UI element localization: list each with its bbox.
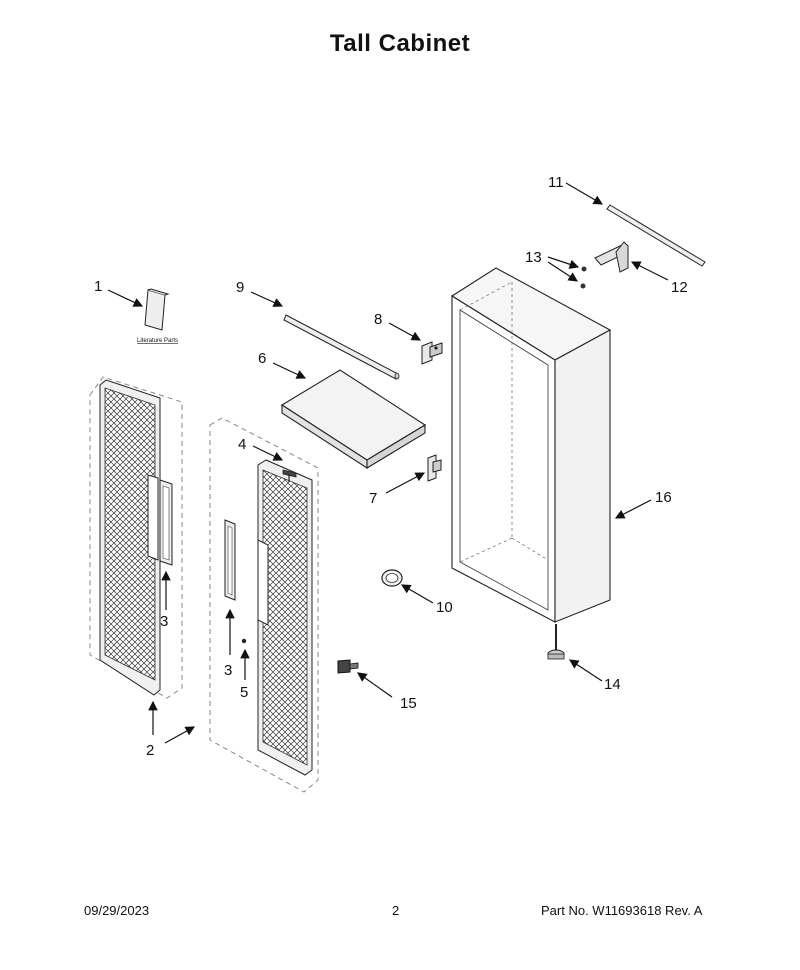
leveling-leg bbox=[547, 624, 565, 660]
callout-10: 10 bbox=[436, 599, 453, 616]
literature-parts: Literature Parts bbox=[137, 288, 178, 344]
key bbox=[337, 659, 359, 674]
footer-part-number: Part No. W11693618 Rev. A bbox=[541, 903, 703, 918]
literature-label: Literature Parts bbox=[137, 338, 178, 344]
callout-11: 11 bbox=[548, 174, 564, 191]
top-rail bbox=[606, 204, 706, 267]
cabinet-body bbox=[450, 267, 612, 623]
callout-3-right: 3 bbox=[224, 662, 232, 679]
callout-15: 15 bbox=[400, 695, 417, 712]
callout-3-left: 3 bbox=[160, 613, 168, 630]
callout-2: 2 bbox=[146, 742, 154, 759]
grommet bbox=[381, 569, 403, 587]
callout-9: 9 bbox=[236, 279, 244, 296]
page-title: Tall Cabinet bbox=[329, 30, 471, 57]
mounting-bracket bbox=[580, 241, 629, 289]
callout-12: 12 bbox=[671, 279, 688, 296]
footer-page-number: 2 bbox=[392, 903, 400, 918]
callout-arrows bbox=[107, 182, 669, 744]
callout-16: 16 bbox=[655, 489, 672, 506]
callout-13: 13 bbox=[525, 249, 542, 266]
callout-6: 6 bbox=[258, 350, 266, 367]
footer-date: 09/29/2023 bbox=[84, 903, 150, 918]
rod bbox=[283, 314, 400, 380]
right-door bbox=[209, 417, 319, 793]
shelf bbox=[280, 369, 427, 470]
bottom-hinge bbox=[427, 454, 442, 482]
callout-5: 5 bbox=[240, 684, 248, 701]
callout-1: 1 bbox=[94, 278, 102, 295]
callout-4: 4 bbox=[238, 436, 246, 453]
callout-14: 14 bbox=[604, 676, 621, 693]
callout-7: 7 bbox=[369, 490, 377, 507]
left-door bbox=[89, 376, 183, 699]
top-hinge bbox=[421, 341, 443, 365]
callout-8: 8 bbox=[374, 311, 382, 328]
